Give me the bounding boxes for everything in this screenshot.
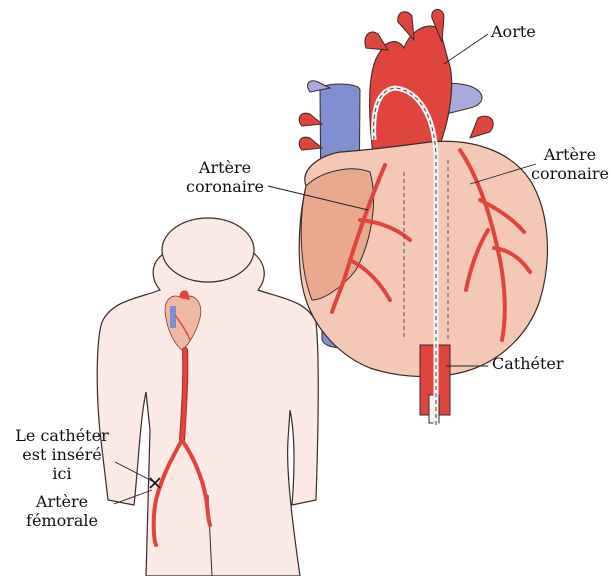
- femoral-label: Artère fémorale: [26, 492, 98, 530]
- femoral-line-1: Artère: [26, 492, 98, 511]
- body-figure: [97, 218, 318, 576]
- coronary-right-line-1: Artère: [530, 145, 610, 164]
- catheter-label: Cathéter: [492, 354, 564, 373]
- aorta-leader: [444, 34, 488, 64]
- coronary-left-label: Artère coronaire: [182, 158, 268, 196]
- coronary-left-line-1: Artère: [182, 158, 268, 177]
- insertion-label: Le cathéter est inséré ici: [14, 426, 110, 483]
- femoral-line-2: fémorale: [26, 511, 98, 530]
- head: [162, 218, 254, 282]
- coronary-right-line-2: coronaire: [530, 164, 610, 183]
- insertion-line-3: ici: [14, 464, 110, 483]
- aorta-label: Aorte: [491, 22, 536, 41]
- insertion-line-2: est inséré: [14, 445, 110, 464]
- coronary-right-label: Artère coronaire: [530, 145, 610, 183]
- coronary-left-line-2: coronaire: [182, 177, 268, 196]
- insertion-line-1: Le cathéter: [14, 426, 110, 445]
